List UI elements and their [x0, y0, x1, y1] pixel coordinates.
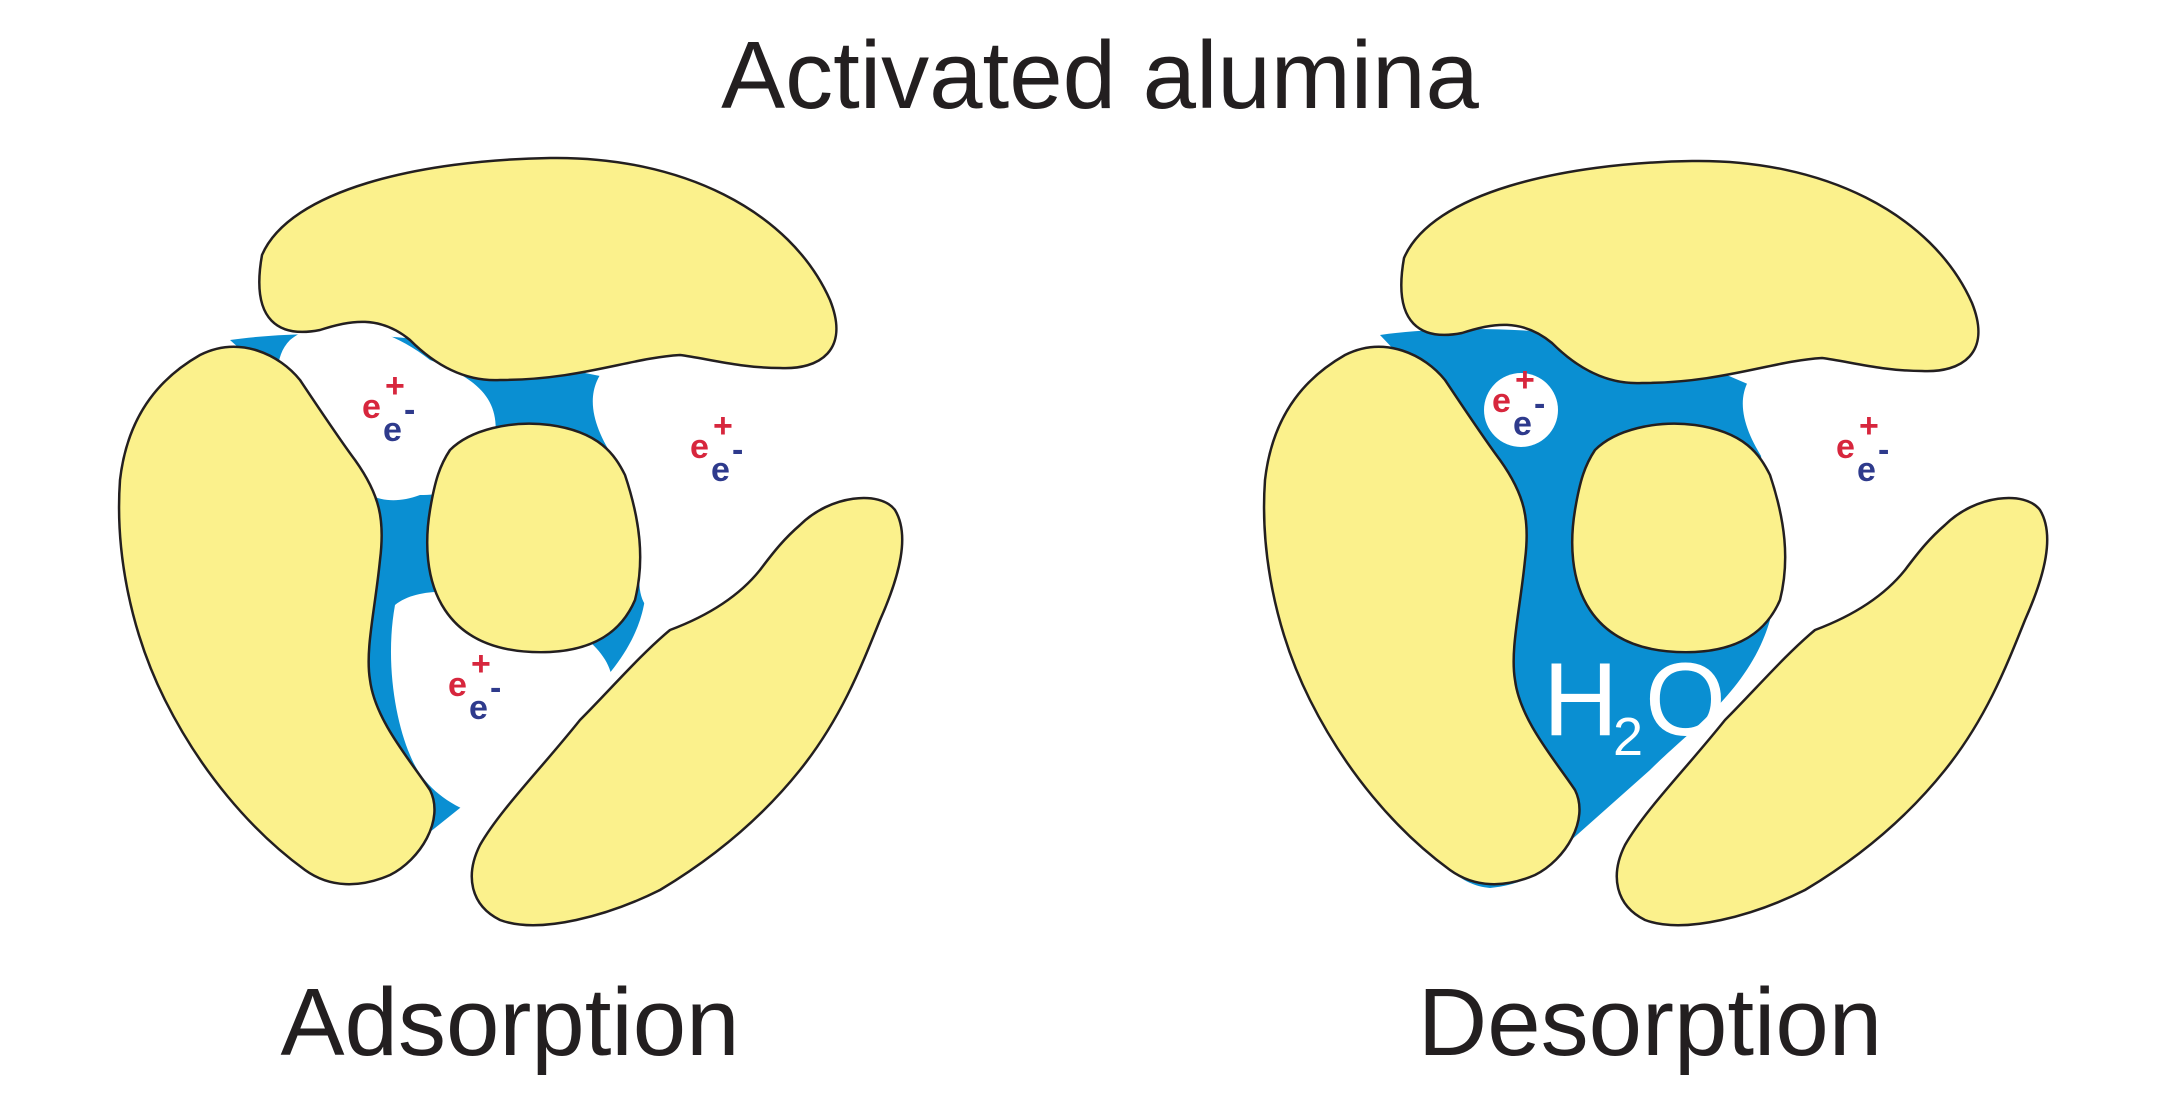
desorption-caption: Desorption: [1418, 969, 1882, 1076]
negative-charge-sign: -: [732, 431, 743, 469]
negative-charge-label: e: [1857, 451, 1876, 489]
h2o-hydrogen: H: [1543, 642, 1618, 758]
desorption-grain-top: [1400, 159, 1980, 385]
adsorption-charge-pair-3: e + e -: [448, 645, 501, 727]
positive-charge-label: e: [448, 666, 467, 704]
adsorption-charge-pair-2: e + e -: [690, 407, 743, 489]
adsorption-pore-4: [400, 866, 480, 905]
adsorption-panel: e + e - e + e - e + e - Adsorption: [117, 156, 904, 1076]
positive-charge-label: e: [1492, 382, 1511, 420]
desorption-grain-center: [1571, 422, 1787, 654]
negative-charge-label: e: [711, 451, 730, 489]
desorption-grain-right: [1615, 496, 2049, 927]
desorption-pore-2: [1540, 866, 1620, 905]
positive-charge-label: e: [362, 388, 381, 426]
negative-charge-sign: -: [490, 669, 501, 707]
desorption-grain-left: [1262, 345, 1581, 886]
positive-charge-label: e: [1836, 428, 1855, 466]
adsorption-grain-top: [258, 156, 838, 382]
adsorption-caption: Adsorption: [281, 969, 740, 1076]
positive-charge-sign: +: [471, 645, 491, 683]
adsorption-pore-2: [592, 358, 795, 615]
positive-charge-sign: +: [385, 367, 405, 405]
negative-charge-sign: -: [404, 391, 415, 429]
adsorption-grain-left: [117, 345, 436, 886]
negative-charge-sign: -: [1878, 431, 1889, 469]
diagram-title: Activated alumina: [721, 22, 1479, 129]
adsorption-grain-center: [426, 422, 642, 654]
water-molecule-label: H 2 O: [1543, 642, 1726, 767]
positive-charge-sign: +: [1515, 361, 1535, 399]
negative-charge-sign: -: [1534, 385, 1545, 423]
positive-charge-sign: +: [713, 407, 733, 445]
desorption-charge-pair-1: e + e -: [1492, 361, 1545, 443]
positive-charge-sign: +: [1859, 407, 1879, 445]
positive-charge-label: e: [690, 428, 709, 466]
desorption-pore-1: [1742, 360, 1945, 617]
negative-charge-label: e: [469, 689, 488, 727]
h2o-oxygen: O: [1645, 642, 1726, 758]
adsorption-charge-pair-1: e + e -: [362, 367, 415, 449]
desorption-panel: e + e - e + e - H 2 O Desorption: [1262, 159, 2049, 1076]
negative-charge-label: e: [383, 411, 402, 449]
negative-charge-label: e: [1513, 405, 1532, 443]
adsorption-grain-right: [470, 496, 904, 927]
desorption-charge-pair-2: e + e -: [1836, 407, 1889, 489]
h2o-subscript: 2: [1613, 707, 1643, 767]
desorption-bubble: [1484, 373, 1558, 447]
